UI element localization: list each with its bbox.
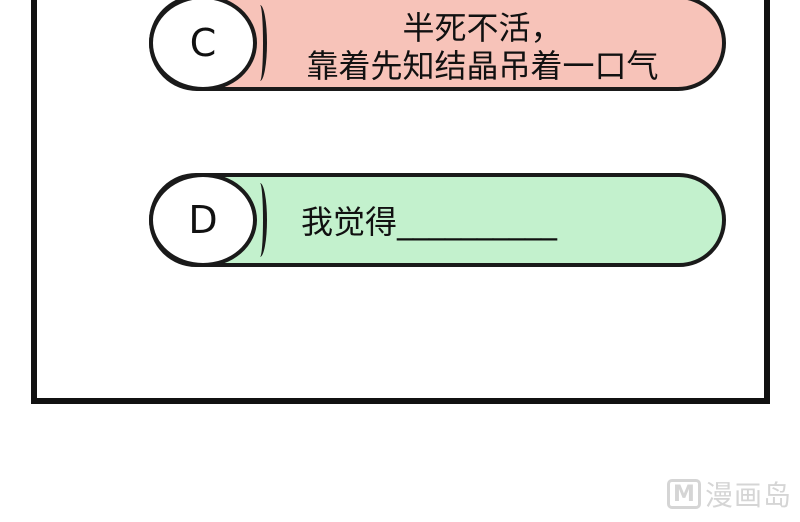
option-c-letter: C xyxy=(149,0,267,91)
option-c[interactable]: C 半死不活， 靠着先知结晶吊着一口气 xyxy=(149,0,726,91)
option-d-letter: D xyxy=(149,173,267,267)
watermark-logo-icon: M xyxy=(666,479,701,509)
option-c-text: 半死不活， 靠着先知结晶吊着一口气 xyxy=(273,9,692,85)
option-c-line-1: 半死不活， xyxy=(402,9,563,47)
comic-panel: C 半死不活， 靠着先知结晶吊着一口气 D 我觉得__________ xyxy=(31,0,770,404)
option-c-line-2: 靠着先知结晶吊着一口气 xyxy=(306,47,659,85)
watermark: M 漫画岛 xyxy=(666,474,792,514)
watermark-text: 漫画岛 xyxy=(704,479,792,512)
option-d-text: 我觉得__________ xyxy=(301,203,558,241)
option-d[interactable]: D 我觉得__________ xyxy=(149,173,726,267)
